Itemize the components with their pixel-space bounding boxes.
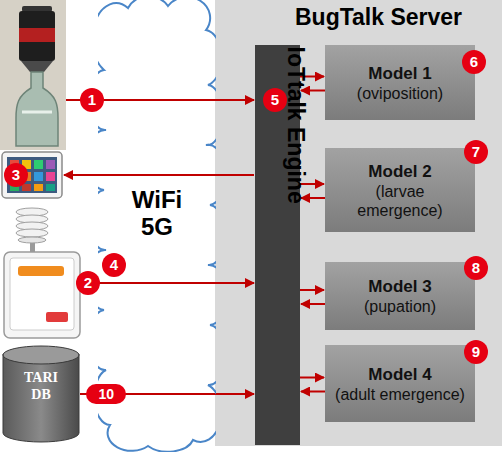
connector-arrow (301, 391, 325, 393)
engine-label: IoTtalk Engine (282, 47, 309, 52)
sensor-picture (4, 208, 80, 338)
panel-title: BugTalk Server (255, 4, 502, 31)
connector-arrow (301, 90, 325, 92)
connector-arrow (301, 303, 325, 305)
callout-number: 8 (464, 256, 488, 280)
model-title: Model 1 (368, 63, 431, 84)
connector-arrow (300, 76, 324, 78)
server-panel: BugTalk ServerIoTtalk EngineModel 1(ovip… (215, 0, 502, 446)
model-box: Model 3(pupation) (325, 262, 475, 330)
callout-number: 3 (4, 163, 28, 187)
callout-number: 2 (76, 271, 100, 295)
callout-number: 7 (464, 140, 488, 164)
callout-number: 1 (80, 88, 104, 112)
trap-picture (0, 0, 66, 150)
server-panel (215, 0, 502, 446)
network-label: WiFi 5G (125, 186, 189, 240)
database-cylinder: TARI DB (2, 345, 80, 443)
callout-number: 4 (102, 253, 126, 277)
connector-arrow (301, 197, 325, 199)
model-title: Model 3 (368, 276, 431, 297)
connector-arrow (300, 377, 324, 379)
callout-number: 6 (462, 50, 486, 74)
model-title: Model 2 (368, 161, 431, 182)
data-arrow (64, 174, 254, 176)
model-title: Model 4 (368, 364, 431, 385)
connector-arrow (300, 289, 324, 291)
connector-arrow (300, 183, 324, 185)
callout-number: 10 (86, 384, 126, 404)
model-stage: (oviposition) (357, 84, 443, 103)
model-stage: (larvae emergence) (333, 182, 467, 220)
model-box: Model 1(oviposition) (325, 45, 475, 120)
callout-number: 5 (263, 88, 287, 112)
data-arrow (82, 282, 254, 284)
model-box: Model 2(larvae emergence) (325, 148, 475, 232)
callout-number: 9 (464, 340, 488, 364)
model-stage: (pupation) (364, 297, 436, 316)
model-stage: (adult emergence) (335, 385, 465, 404)
model-box: Model 4(adult emergence) (325, 345, 475, 422)
database-label: TARI DB (16, 369, 66, 403)
tablet-picture (2, 152, 62, 198)
